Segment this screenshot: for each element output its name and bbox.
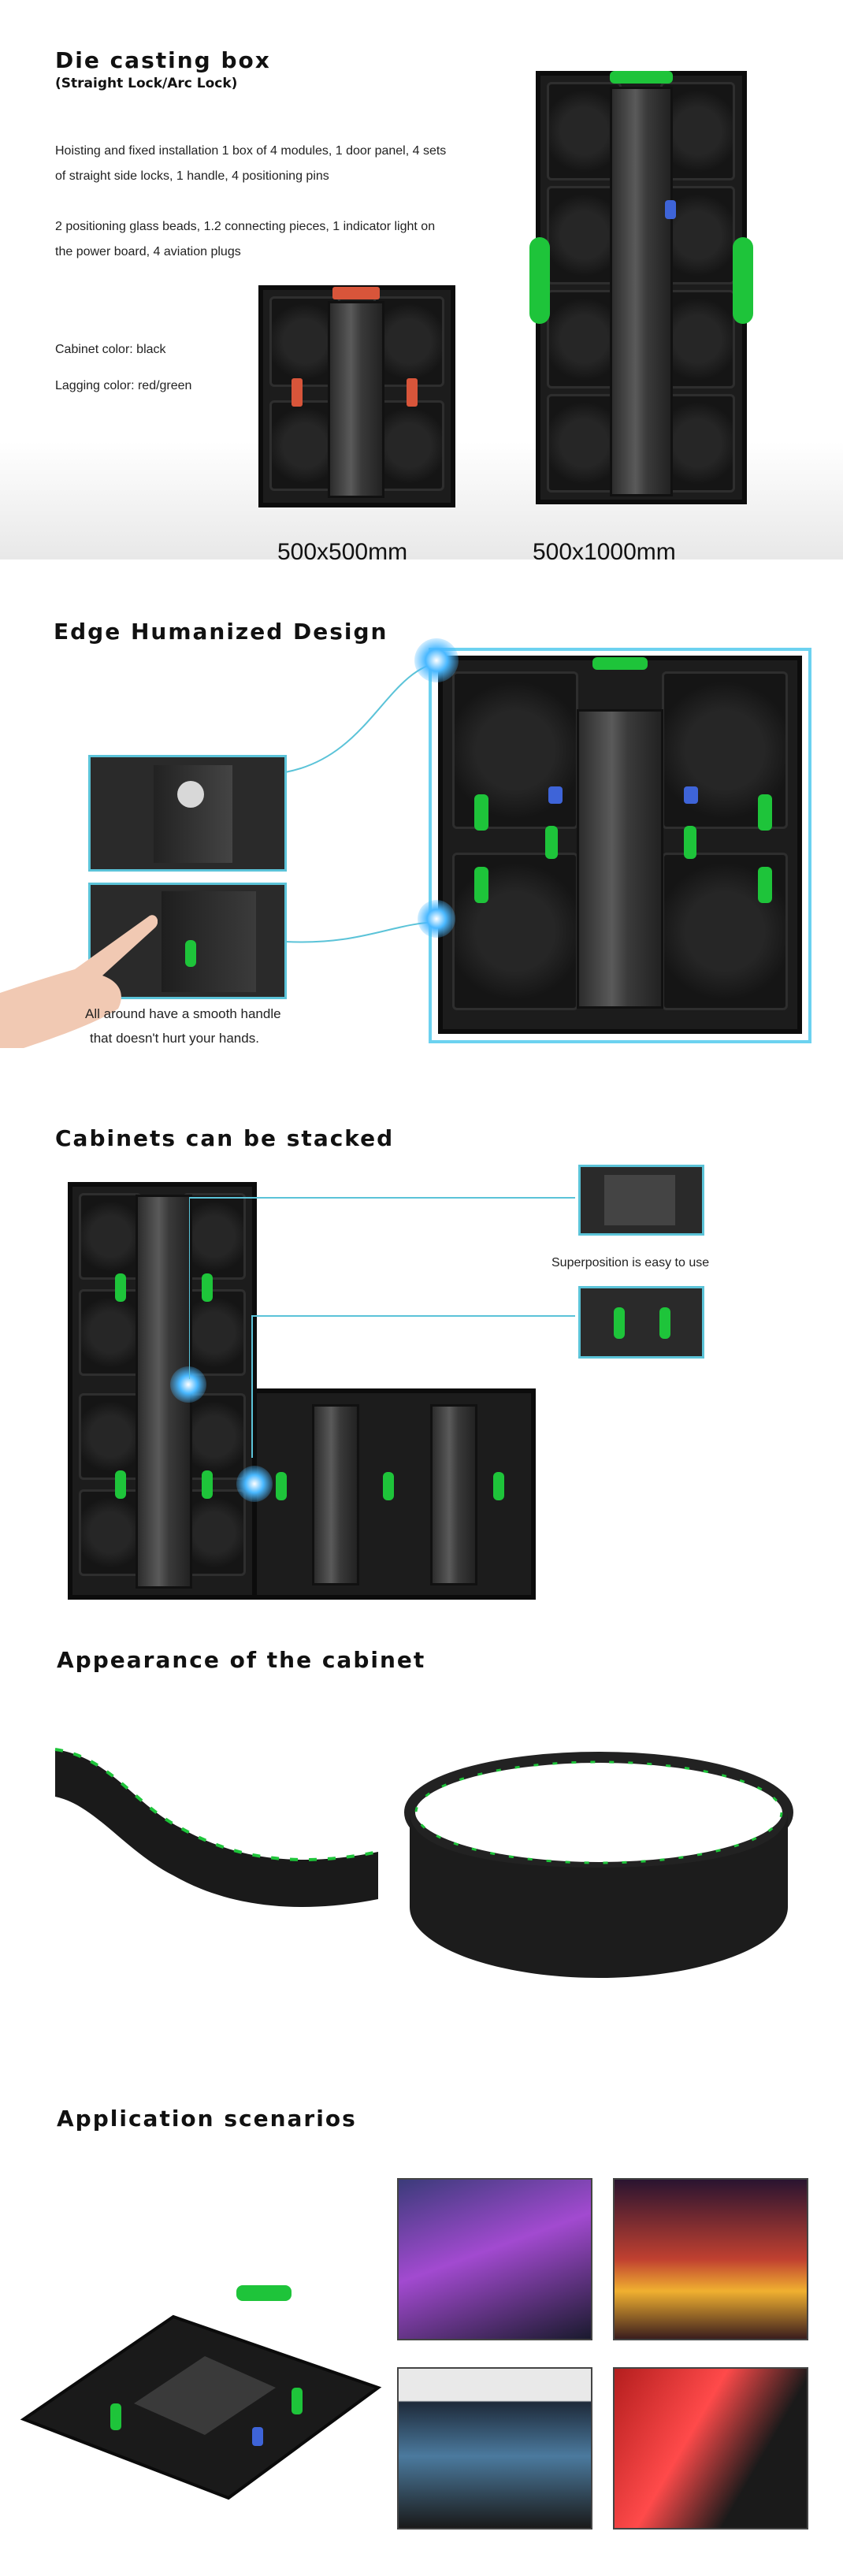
- cabinet-500x500-image: [258, 285, 455, 507]
- curved-screen-ring-image: [404, 1752, 793, 1978]
- scenario-photo-outdoor-billboard: [397, 2367, 592, 2530]
- scenario-photo-concert-stage: [613, 2178, 808, 2340]
- size-label-500x1000: 500x1000mm: [533, 539, 676, 565]
- edge-inset-detail-bottom: [88, 883, 287, 999]
- spec-paragraph-2: 2 positioning glass beads, 1.2 connectin…: [55, 220, 436, 258]
- edge-cabinet-frame: [429, 648, 811, 1043]
- highlight-dot-top: [414, 638, 459, 682]
- cabinet-isometric-image: [20, 2285, 382, 2500]
- lagging-color-text: Lagging color: red/green: [55, 379, 192, 392]
- edge-caption-line-1: All around have a smooth handle: [85, 1006, 281, 1021]
- cabinet-500x1000-image: [529, 71, 753, 504]
- green-side-handle-left: [529, 237, 550, 324]
- stack-connector-lines: [189, 1197, 575, 1458]
- stack-highlight-dot-2: [236, 1466, 273, 1502]
- cabinet-color-text: Cabinet color: black: [55, 343, 166, 356]
- highlight-dot-middle: [418, 900, 455, 938]
- stack-highlight-dot-1: [170, 1366, 206, 1403]
- edge-inset-detail-top: [88, 755, 287, 872]
- green-handle: [610, 71, 673, 84]
- stack-inset-top: [578, 1165, 704, 1236]
- section-title-stacked: Cabinets can be stacked: [55, 1125, 395, 1151]
- curved-screen-wave-image: [54, 1748, 379, 1907]
- edge-cabinet-image: [438, 656, 802, 1034]
- scenario-photo-event-hall: [613, 2367, 808, 2530]
- section-title-edge-design: Edge Humanized Design: [54, 619, 388, 645]
- spec-paragraph-1: Hoisting and fixed installation 1 box of…: [55, 144, 447, 183]
- section-title-application: Application scenarios: [57, 2106, 357, 2132]
- stacked-cabinet-row: [252, 1388, 536, 1600]
- section-title-die-casting: Die casting box: [55, 47, 271, 73]
- size-label-500x500: 500x500mm: [277, 539, 408, 565]
- red-handle: [332, 287, 380, 299]
- section-subtitle-lock-type: (Straight Lock/Arc Lock): [55, 76, 238, 91]
- edge-caption-line-2: that doesn't hurt your hands.: [90, 1031, 259, 1046]
- stacked-caption: Superposition is easy to use: [551, 1256, 710, 1269]
- stack-inset-bottom: [578, 1286, 704, 1359]
- stacked-cabinet-tall: [68, 1182, 257, 1600]
- hand-image: [0, 915, 158, 1048]
- scenario-photo-outdoor-stage: [397, 2178, 592, 2340]
- green-side-handle-right: [733, 237, 753, 324]
- section-title-appearance: Appearance of the cabinet: [57, 1647, 426, 1673]
